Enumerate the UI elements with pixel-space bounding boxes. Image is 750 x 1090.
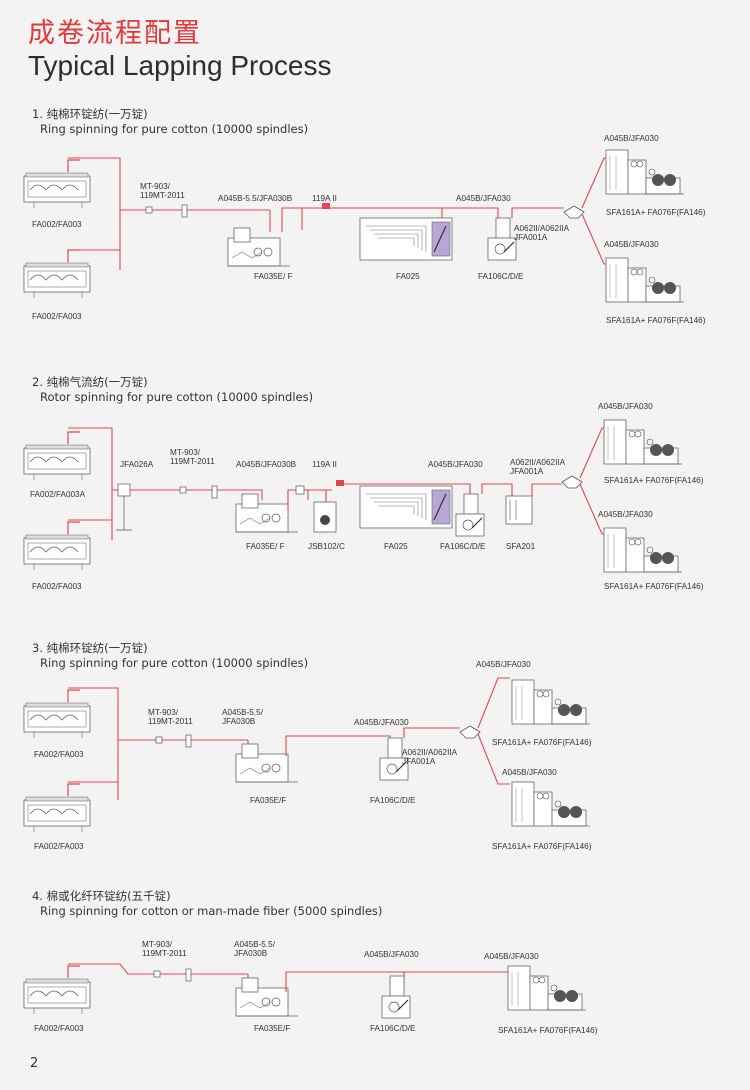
section-4-diagram xyxy=(23,963,587,1019)
label-fa002-bottom: FA002/FA003 xyxy=(32,312,82,321)
label-a045b-top: A045B/JFA030 xyxy=(604,134,659,143)
label-fa035: FA035E/ F xyxy=(246,542,285,551)
section-4-title-en: Ring spinning for cotton or man-made fib… xyxy=(40,904,383,918)
fa035-machine xyxy=(227,227,291,267)
label-fa106: FA106C/D/E xyxy=(370,1024,416,1033)
label-fa002-top: FA002/FA003 xyxy=(32,220,82,229)
label-a045b-mid: A045B/JFA030 xyxy=(428,460,483,469)
label-fa035: FA035E/F xyxy=(254,1024,291,1033)
label-119a: 119A II xyxy=(312,460,337,469)
label-jfa026: JFA026A xyxy=(120,460,154,469)
label-a062: A062II/A062IIA JFA001A xyxy=(514,224,570,243)
label-a045b-mid: A045B/JFA030 xyxy=(364,950,419,959)
label-fa002: FA002/FA003 xyxy=(34,1024,84,1033)
label-sfa-top: SFA161A+ FA076F(FA146) xyxy=(606,208,706,217)
label-a062: A062II/A062IIA JFA001A xyxy=(402,748,458,767)
section-3-diagram xyxy=(23,677,591,833)
label-fa106: FA106C/D/E xyxy=(478,272,524,281)
label-fa035: FA035E/F xyxy=(250,796,287,805)
label-sfa-bot: SFA161A+ FA076F(FA146) xyxy=(604,582,704,591)
page-number: 2 xyxy=(30,1056,39,1071)
label-a045b-bot: A045B/JFA030 xyxy=(604,240,659,249)
label-a045b-55: A045B-5.5/JFA030B xyxy=(218,194,293,203)
label-a045b-mid: A045B/JFA030 xyxy=(456,194,511,203)
label-a045b-55: A045B-5.5/ JFA030B xyxy=(222,708,263,727)
section-3-title-cn: 3. 纯棉环锭纺(一万锭) xyxy=(32,641,148,655)
label-fa106: FA106C/D/E xyxy=(440,542,486,551)
section-2-title-en: Rotor spinning for pure cotton (10000 sp… xyxy=(40,390,314,404)
fa002-top-machine xyxy=(23,159,91,209)
label-sfa-top: SFA161A+ FA076F(FA146) xyxy=(604,476,704,485)
label-a045b-55: A045B/JFA030B xyxy=(236,460,297,469)
label-a045b-55: A045B-5.5/ JFA030B xyxy=(234,940,275,959)
label-mt903: MT-903/ 119MT-2011 xyxy=(142,940,187,959)
section-1-title-en: Ring spinning for pure cotton (10000 spi… xyxy=(40,122,309,136)
label-fa025: FA025 xyxy=(396,272,420,281)
section-1-diagram xyxy=(23,149,685,303)
label-a045b-top: A045B/JFA030 xyxy=(598,402,653,411)
section-3-title-en: Ring spinning for pure cotton (10000 spi… xyxy=(40,656,309,670)
label-mt903: MT-903/ 119MT-2011 xyxy=(148,708,193,727)
label-a045b-top: A045B/JFA030 xyxy=(476,660,531,669)
label-a045b-bot: A045B/JFA030 xyxy=(502,768,557,777)
label-a045b-right: A045B/JFA030 xyxy=(484,952,539,961)
label-fa002-top: FA002/FA003A xyxy=(30,490,86,499)
label-fa002-bottom: FA002/FA003 xyxy=(34,842,84,851)
label-fa035: FA035E/ F xyxy=(254,272,293,281)
label-fa106: FA106C/D/E xyxy=(370,796,416,805)
section-2-title-cn: 2. 纯棉气流纺(一万锭) xyxy=(32,375,148,389)
label-sfa-bot: SFA161A+ FA076F(FA146) xyxy=(606,316,706,325)
label-sfa: SFA161A+ FA076F(FA146) xyxy=(498,1026,598,1035)
label-a045b-bot: A045B/JFA030 xyxy=(598,510,653,519)
label-sfa-bot: SFA161A+ FA076F(FA146) xyxy=(492,842,592,851)
section-4-title-cn: 4. 棉或化纤环锭纺(五千锭) xyxy=(32,889,171,903)
sfa161-bottom-machine xyxy=(605,257,685,303)
label-119a: 119A II xyxy=(312,194,337,203)
section-1-title-cn: 1. 纯棉环锭纺(一万锭) xyxy=(32,107,148,121)
fa025-machine xyxy=(359,217,453,261)
sfa161-top-machine xyxy=(605,149,685,195)
label-a045b-mid: A045B/JFA030 xyxy=(354,718,409,727)
label-fa025: FA025 xyxy=(384,542,408,551)
fa106-machine xyxy=(487,217,517,261)
label-a062: A062II/A062IIA JFA001A xyxy=(510,458,566,477)
fa002-bottom-machine xyxy=(23,249,91,299)
label-mt903: MT-903/ 119MT-2011 xyxy=(170,448,215,467)
label-fa002-top: FA002/FA003 xyxy=(34,750,84,759)
page-title-en: Typical Lapping Process xyxy=(28,50,332,81)
label-sfa201: SFA201 xyxy=(506,542,536,551)
section-2-diagram xyxy=(23,419,683,573)
label-fa002-bottom: FA002/FA003 xyxy=(32,582,82,591)
label-mt903: MT-903/ 119MT-2011 xyxy=(140,182,185,201)
label-jsb102: JSB102/C xyxy=(308,542,345,551)
page-title-cn: 成卷流程配置 xyxy=(28,18,202,49)
label-sfa-top: SFA161A+ FA076F(FA146) xyxy=(492,738,592,747)
